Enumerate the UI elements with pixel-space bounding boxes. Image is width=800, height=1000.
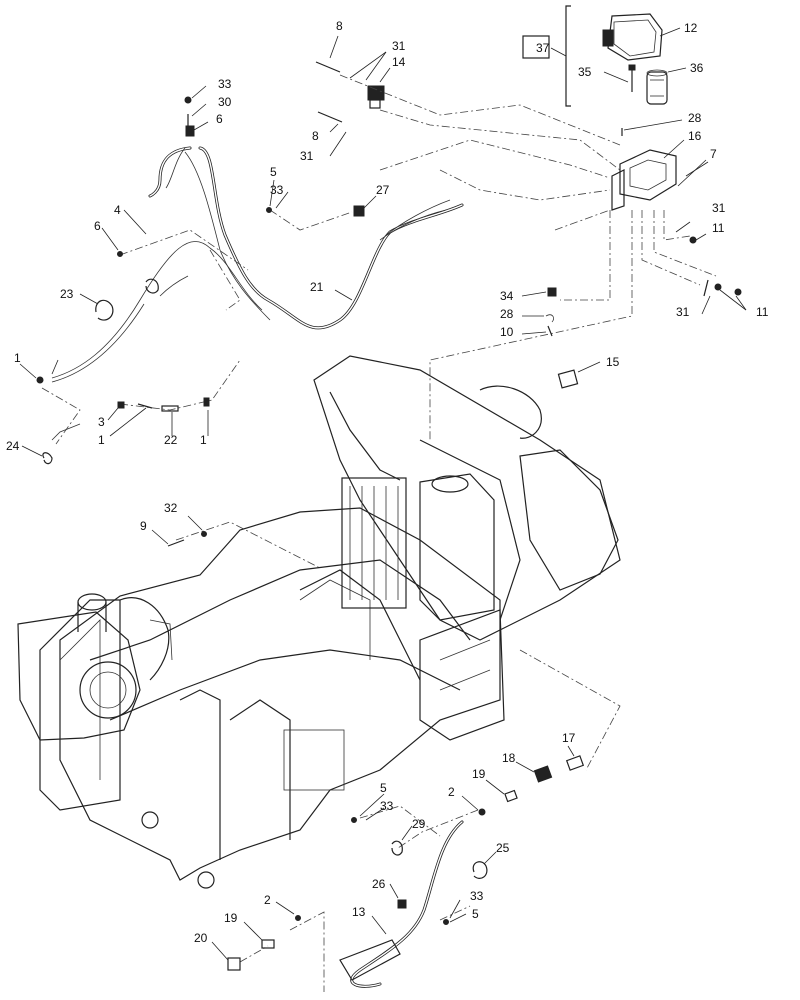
callout-32: 32 — [164, 501, 178, 515]
callout-5: 5 — [472, 907, 479, 921]
callout-31: 31 — [712, 201, 726, 215]
callout-16: 16 — [688, 129, 702, 143]
callout-10: 10 — [500, 325, 514, 339]
callout-box-37 — [522, 35, 550, 59]
callout-19: 19 — [224, 911, 238, 925]
callout-34: 34 — [500, 289, 514, 303]
lower-parts — [211, 745, 585, 988]
frame — [17, 355, 621, 889]
callout-35: 35 — [578, 65, 592, 79]
callout-5: 5 — [380, 781, 387, 795]
callout-14: 14 — [392, 55, 406, 69]
callout-17: 17 — [562, 731, 576, 745]
callout-28: 28 — [688, 111, 702, 125]
callout-2: 2 — [448, 785, 455, 799]
callout-11: 11 — [756, 305, 769, 319]
callout-8: 8 — [312, 129, 319, 143]
callout-31: 31 — [300, 149, 314, 163]
callout-26: 26 — [372, 877, 386, 891]
callout-8: 8 — [336, 19, 343, 33]
assembly-lines — [41, 74, 717, 992]
callout-6: 6 — [94, 219, 101, 233]
callout-25: 25 — [496, 841, 510, 855]
callout-21: 21 — [310, 280, 324, 294]
callout-33: 33 — [470, 889, 484, 903]
callout-18: 18 — [502, 751, 516, 765]
callout-33: 33 — [218, 77, 232, 91]
callout-37: 37 — [536, 41, 550, 55]
callout-36: 36 — [690, 61, 704, 75]
callout-29: 29 — [412, 817, 426, 831]
callout-9: 9 — [140, 519, 147, 533]
callout-31: 31 — [392, 39, 406, 53]
hose-assembly-21 — [51, 35, 464, 383]
callout-23: 23 — [60, 287, 74, 301]
callout-3: 3 — [98, 415, 105, 429]
callout-12: 12 — [684, 21, 698, 35]
callout-20: 20 — [194, 931, 208, 945]
callout-6: 6 — [216, 112, 223, 126]
callout-28: 28 — [500, 307, 514, 321]
callout-1: 1 — [14, 351, 21, 365]
callout-24: 24 — [6, 439, 20, 453]
callout-30: 30 — [218, 95, 232, 109]
callout-1: 1 — [98, 433, 105, 447]
callout-13: 13 — [352, 905, 366, 919]
reservoir-assembly — [522, 5, 709, 211]
callout-22: 22 — [164, 433, 178, 447]
callout-31: 31 — [676, 305, 690, 319]
callout-27: 27 — [376, 183, 390, 197]
callout-15: 15 — [606, 355, 620, 369]
hardware — [19, 85, 747, 547]
callout-5: 5 — [270, 165, 277, 179]
callout-7: 7 — [710, 147, 717, 161]
callout-4: 4 — [114, 203, 121, 217]
callout-11: 11 — [712, 221, 725, 235]
callout-1: 1 — [200, 433, 207, 447]
callout-33: 33 — [270, 183, 284, 197]
callout-33: 33 — [380, 799, 394, 813]
callout-19: 19 — [472, 767, 486, 781]
callout-2: 2 — [264, 893, 271, 907]
